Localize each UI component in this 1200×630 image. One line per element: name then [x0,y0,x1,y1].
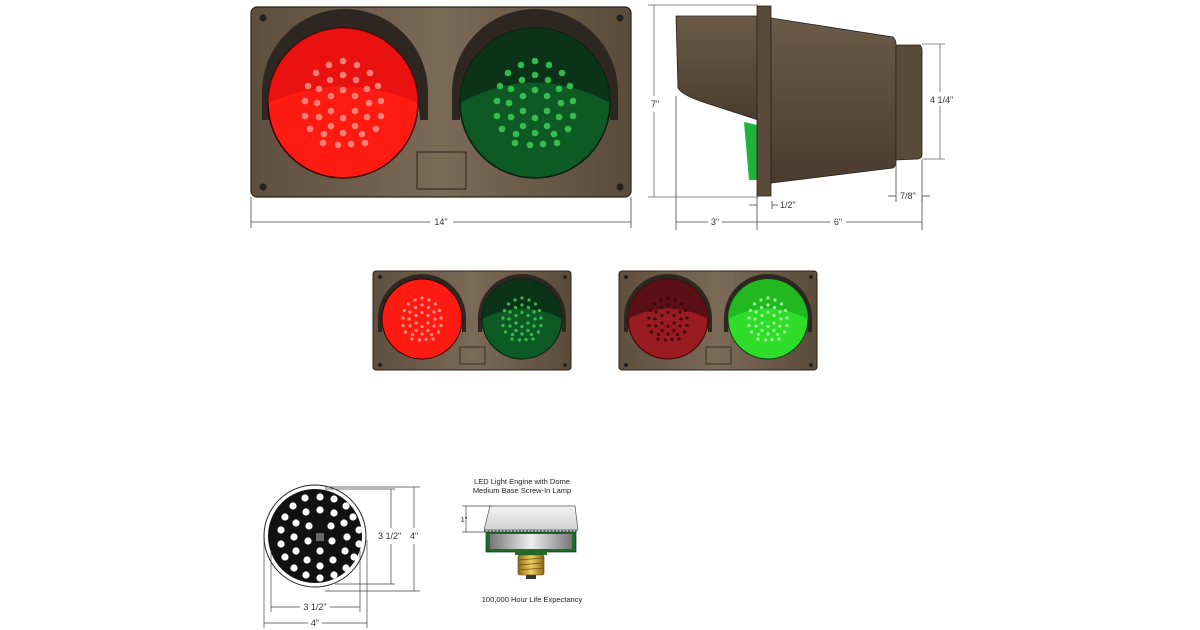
mounting-hole-icon [259,14,267,22]
variant-red-on [372,270,572,371]
life-expectancy-label: 100,000 Hour Life Expectancy [482,595,583,604]
width-dimension-label: 14" [434,217,447,227]
front-depth-label: 3" [711,217,719,227]
led-engine-front: 3 1/2" 4" 3 1/2" 4" [263,484,420,628]
mounting-hole-icon [616,183,624,191]
body-depth-label: 6" [834,217,842,227]
engine-caption-line2: Medium Base Screw-In Lamp [473,486,571,495]
led-engine-side: LED Light Engine with Dome Medium Base S… [461,477,583,604]
lens-edge [744,122,757,180]
mounting-hole-icon [259,183,267,191]
body [770,17,897,184]
flange-dimension-label: 1/2" [780,200,796,210]
inner-horizontal-label: 3 1/2" [303,602,326,612]
side-view: 7" 4 1/4" 1/2" 7/8" 3" 6" [648,4,953,230]
mounting-hole-icon [616,14,624,22]
height-dimension-label: 7" [651,99,659,109]
rear-cap [895,44,923,161]
flange [756,5,772,197]
lens-depth-label: 4 1/4" [930,95,953,105]
engine-height-label: 1" [461,515,468,524]
green-lamp-off [452,9,618,179]
variant-green-on [618,270,818,371]
engine-caption-line1: LED Light Engine with Dome [474,477,570,486]
inner-vertical-label: 3 1/2" [378,531,401,541]
outer-horizontal-label: 4" [311,618,319,628]
label-plate [416,151,467,190]
dome [483,505,579,531]
rear-dimension-label: 7/8" [900,191,916,201]
outer-vertical-label: 4" [410,531,418,541]
hood [675,15,759,121]
center-chip [316,533,324,541]
red-lamp-on [262,9,428,179]
front-view: 14" [250,6,632,228]
